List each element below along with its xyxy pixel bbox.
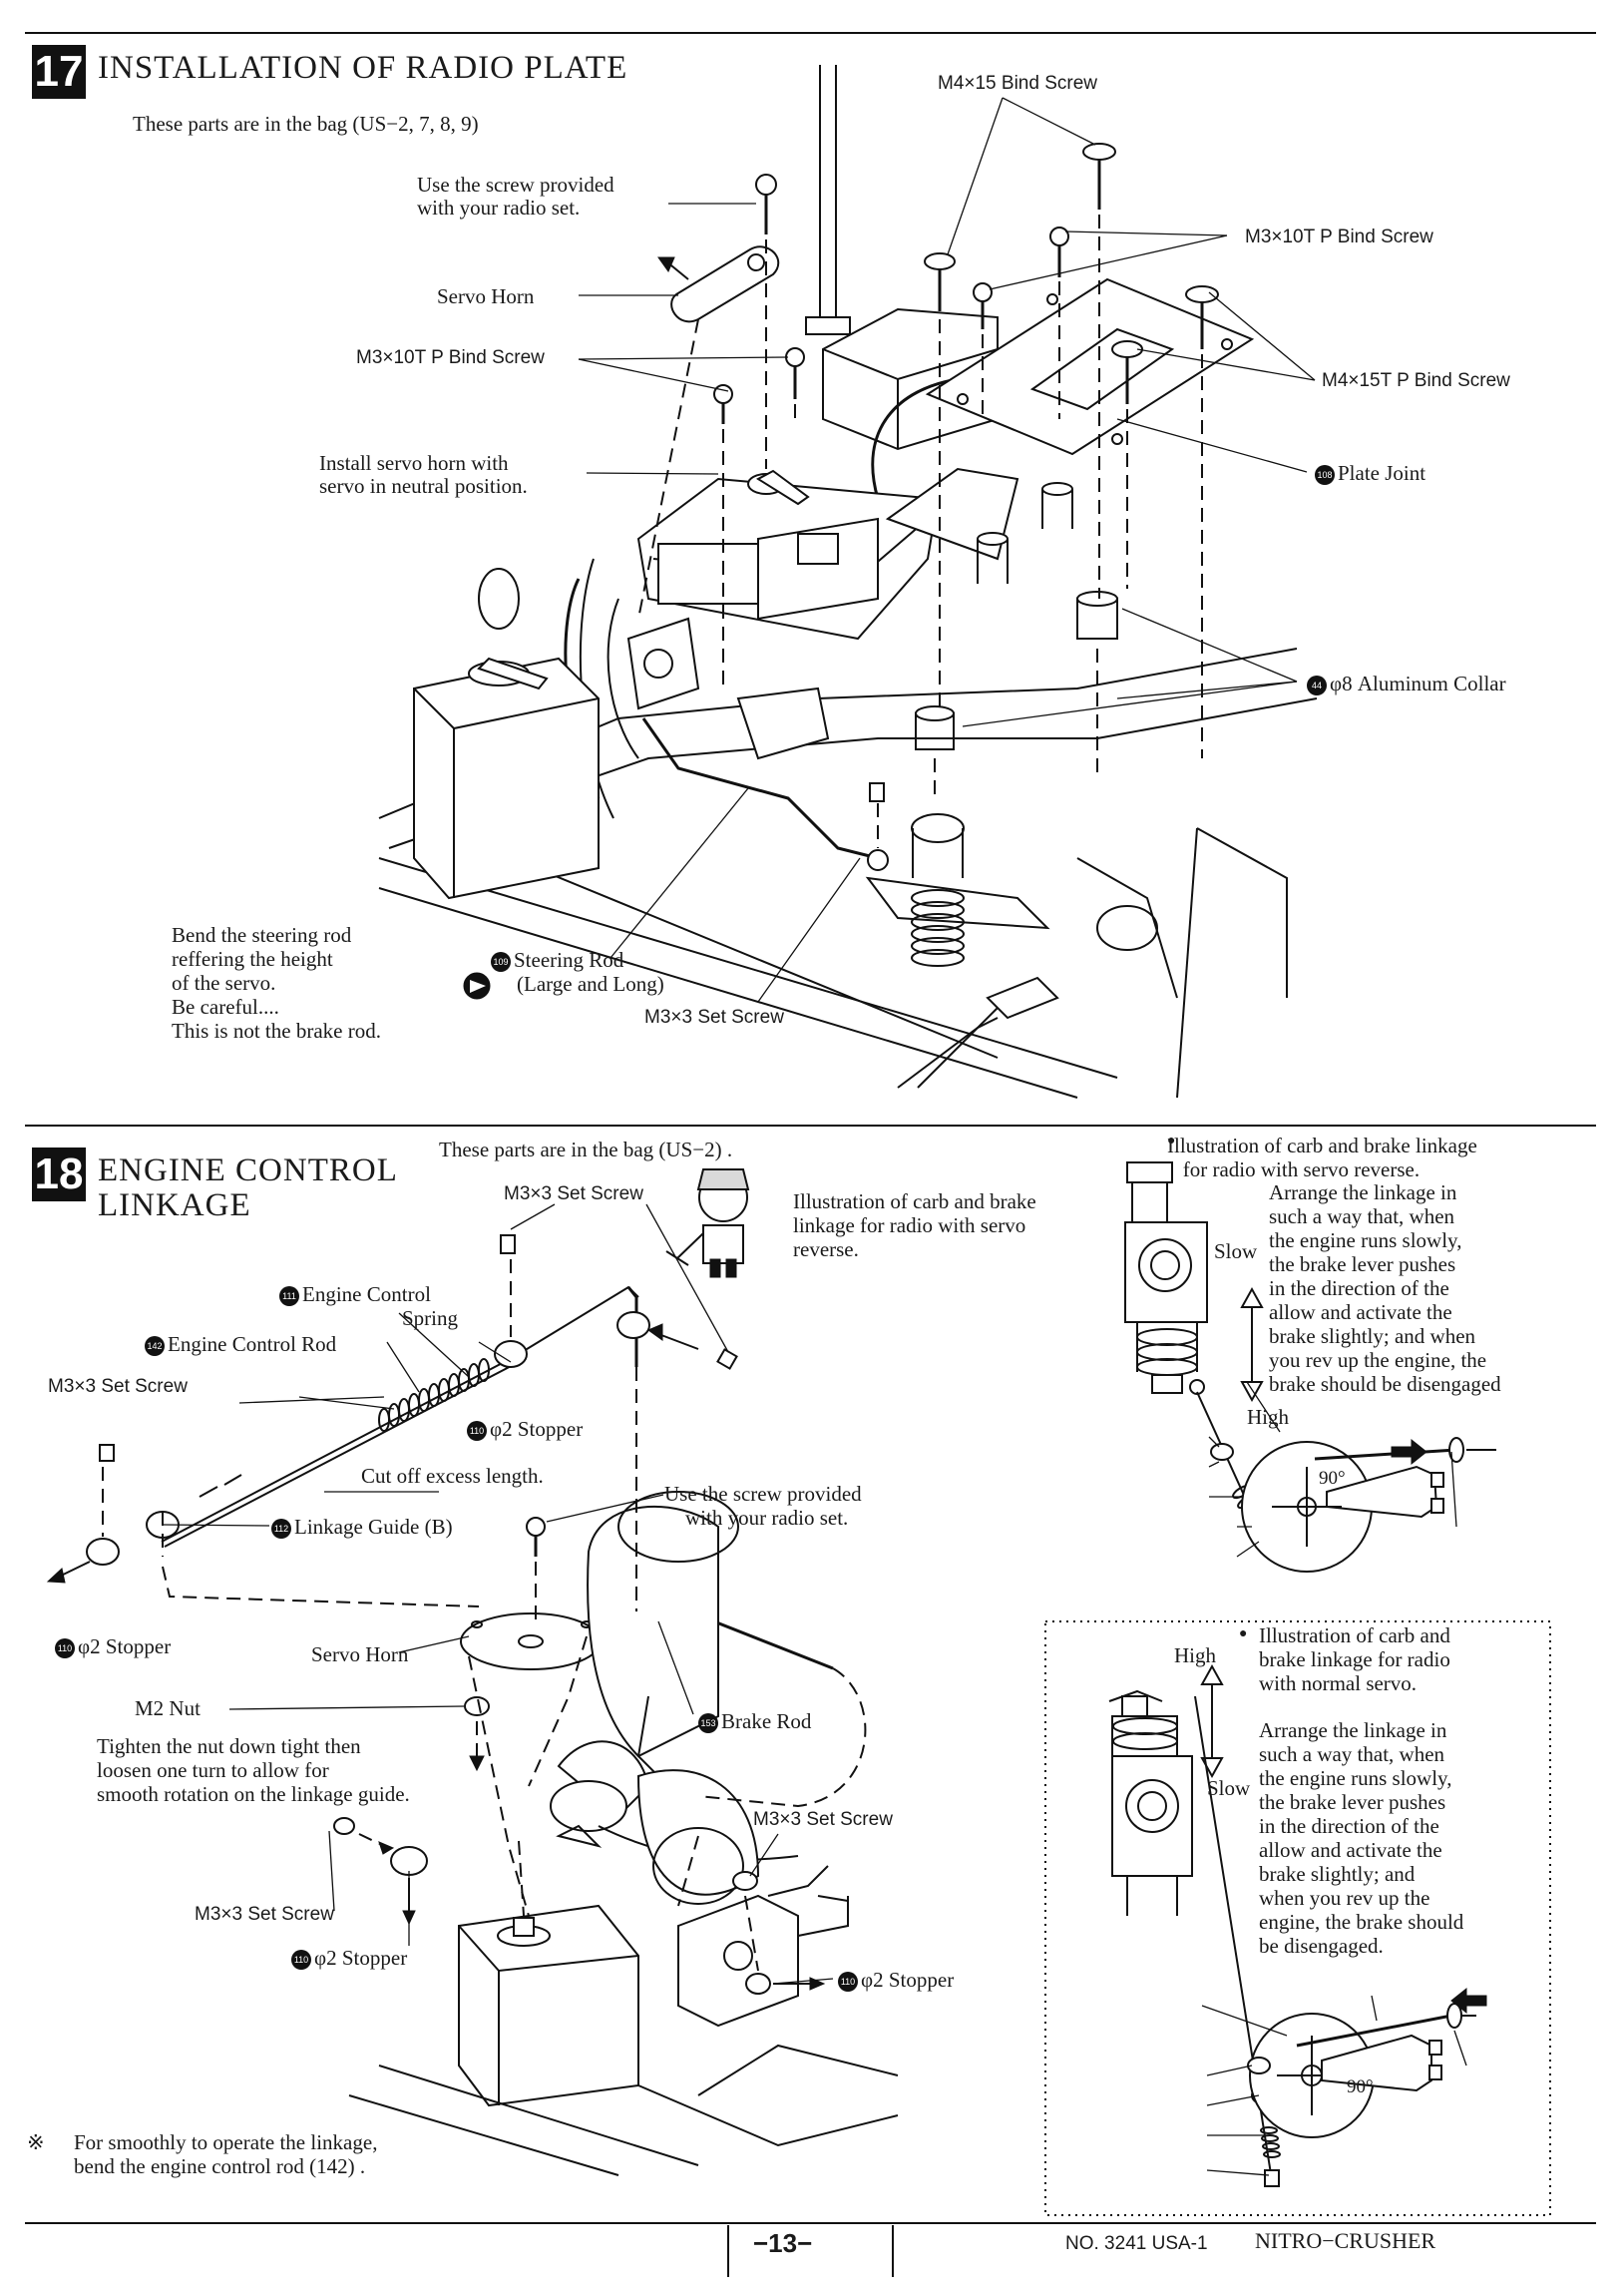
- part-number-badge: 110: [467, 1421, 487, 1442]
- reverse-servo-diagram: [1124, 1161, 1496, 1573]
- part-number-badge: 110: [291, 1950, 311, 1971]
- section-title-18-line2: LINKAGE: [98, 1187, 251, 1223]
- label-m3x3-set-screw-left: M3×3 Set Screw: [48, 1376, 188, 1397]
- doc-number: NO. 3241 USA-1: [1065, 2233, 1208, 2254]
- normal-heading: Illustration of carb and brake linkage f…: [1259, 1623, 1450, 1695]
- radio-plate-illustration: [378, 65, 1318, 1099]
- normal-servo-box: [1044, 1620, 1551, 2216]
- label-cut-off: Cut off excess length.: [361, 1464, 544, 1488]
- normal-slow-label: Slow: [1207, 1776, 1251, 1800]
- label-use-screw-1: Use the screw provided: [417, 173, 614, 197]
- label-m4x15tp-bind-screw: M4×15T P Bind Screw: [1322, 370, 1510, 391]
- label-use-screw-2: with your radio set.: [417, 196, 581, 220]
- reverse-slow-label: Slow: [1214, 1239, 1258, 1263]
- reverse-angle-label: 90°: [1319, 1468, 1346, 1489]
- bag-note-18: These parts are in the bag (US−2) .: [439, 1138, 733, 1161]
- footnote-text: For smoothly to operate the linkage, ben…: [74, 2130, 378, 2178]
- step-number-17: 17: [32, 45, 86, 99]
- label-install-servo-horn-2: servo in neutral position.: [319, 474, 528, 498]
- part-number-badge: 153: [698, 1713, 718, 1734]
- part-number-badge: 110: [55, 1638, 75, 1659]
- label-illustration-reverse: Illustration of carb and brake linkage f…: [793, 1189, 1036, 1261]
- label-m3x3-set-screw-bottom: M3×3 Set Screw: [195, 1904, 334, 1925]
- normal-high-label: High: [1174, 1643, 1216, 1667]
- reverse-high-label: High: [1247, 1405, 1289, 1429]
- part-number-badge: 108: [1315, 465, 1335, 486]
- note-bend-steering-rod: Bend the steering rod reffering the heig…: [172, 923, 381, 1043]
- note-tighten-nut: Tighten the nut down tight then loosen o…: [97, 1734, 410, 1806]
- page-number: −13−: [753, 2228, 813, 2258]
- engine-linkage-illustration: [46, 1168, 899, 2176]
- part-number-badge: 110: [838, 1972, 858, 1993]
- mascot-figure: [665, 1168, 750, 1278]
- part-number-badge: 142: [145, 1336, 165, 1357]
- label-use-screw-18: Use the screw provided with your radio s…: [664, 1482, 862, 1530]
- label-install-servo-horn-1: Install servo horn with: [319, 451, 509, 475]
- normal-angle-label: 90°: [1347, 2076, 1374, 2097]
- label-servo-horn-17: Servo Horn: [437, 284, 535, 308]
- label-m2-nut: M2 Nut: [135, 1696, 201, 1720]
- normal-servo-diagram: [1108, 1663, 1487, 2187]
- reverse-description: Arrange the linkage in such a way that, …: [1269, 1180, 1501, 1396]
- normal-description: Arrange the linkage in such a way that, …: [1259, 1718, 1464, 1958]
- label-m3x3-set-screw-right: M3×3 Set Screw: [753, 1809, 893, 1830]
- part-number-badge: 111: [279, 1286, 299, 1307]
- section-title-17: INSTALLATION OF RADIO PLATE: [98, 50, 628, 86]
- label-m3x3-set-screw-top: M3×3 Set Screw: [504, 1183, 643, 1204]
- label-m4x15-bind-screw: M4×15 Bind Screw: [938, 73, 1097, 94]
- bag-note-17: These parts are in the bag (US−2, 7, 8, …: [133, 112, 479, 136]
- label-servo-horn-18: Servo Horn: [311, 1642, 409, 1666]
- label-m3x10-bind-screw-right: M3×10T P Bind Screw: [1245, 227, 1433, 247]
- label-m3x10-bind-screw-left: M3×10T P Bind Screw: [356, 347, 545, 368]
- footnote-mark: ※: [27, 2130, 45, 2154]
- model-name: NITRO−CRUSHER: [1255, 2228, 1436, 2253]
- label-spring-word: Spring: [402, 1306, 459, 1330]
- part-number-badge: 112: [271, 1519, 291, 1540]
- label-steering-rod-size: (Large and Long): [517, 972, 664, 996]
- reverse-heading: Illustration of carb and brake linkage f…: [1167, 1134, 1477, 1181]
- label-m3x3-set-screw-17: M3×3 Set Screw: [644, 1007, 784, 1028]
- bullet-icon: ●: [1167, 1134, 1176, 1148]
- part-number-badge: 109: [491, 952, 511, 973]
- bullet-icon: ●: [1239, 1626, 1248, 1641]
- part-number-badge: 44: [1307, 676, 1327, 696]
- step-number-18: 18: [32, 1148, 86, 1201]
- section-title-18-line1: ENGINE CONTROL: [98, 1152, 398, 1188]
